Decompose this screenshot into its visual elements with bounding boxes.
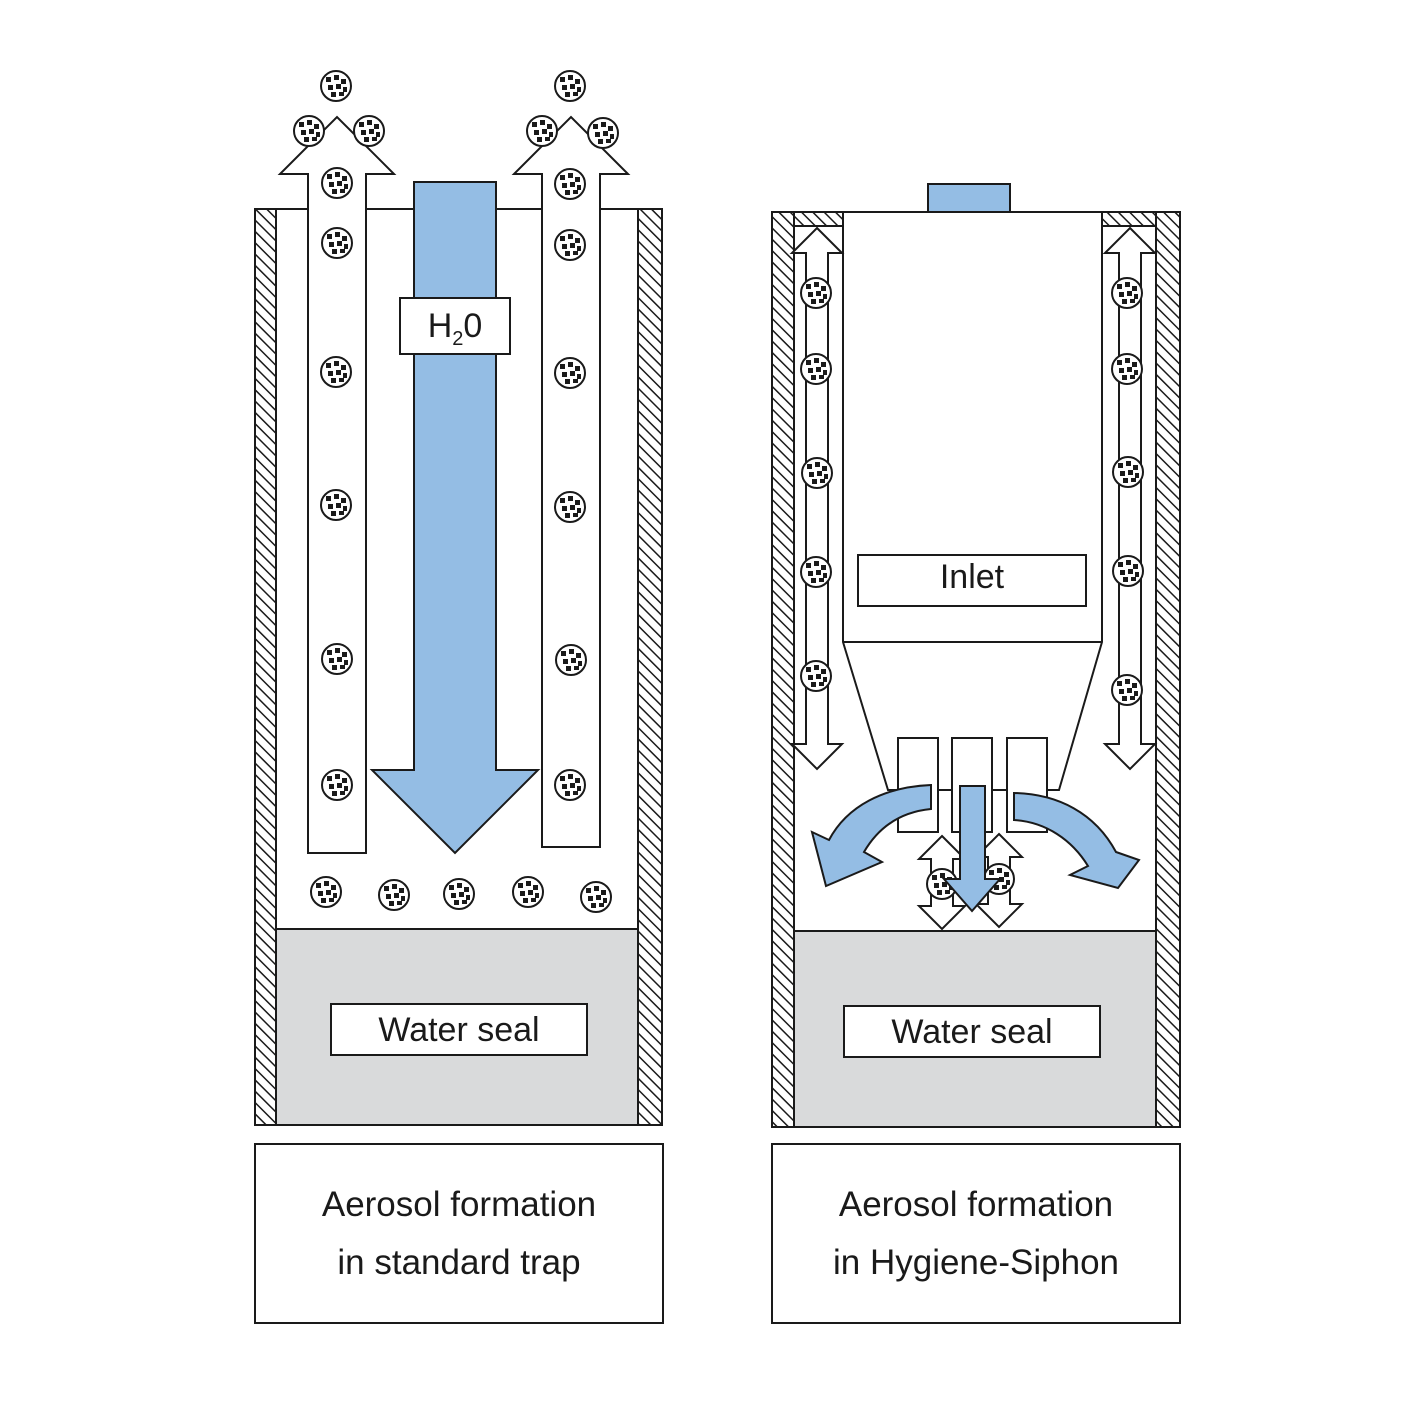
aerosol-particle-icon xyxy=(1112,456,1144,488)
aerosol-particle-icon xyxy=(293,115,325,147)
water-flow-curved-arrow-right xyxy=(1013,791,1141,890)
aerosol-particle-icon xyxy=(1112,555,1144,587)
aerosol-particle-icon xyxy=(321,227,353,259)
aerosol-up-arrow-right xyxy=(511,115,631,848)
aerosol-particle-icon xyxy=(310,876,342,908)
caption-line-1: Aerosol formation xyxy=(321,1184,597,1224)
aerosol-particle-icon xyxy=(353,115,385,147)
siphon-insert-body xyxy=(842,211,1103,791)
caption-line-1: Aerosol formation xyxy=(838,1184,1114,1224)
aerosol-particle-icon xyxy=(443,878,475,910)
aerosol-particle-icon xyxy=(800,353,832,385)
aerosol-particle-icon xyxy=(1111,674,1143,706)
water-seal-label-box xyxy=(330,1003,588,1056)
left-wall xyxy=(254,208,277,1126)
aerosol-particle-icon xyxy=(378,879,410,911)
aerosol-particle-icon xyxy=(801,457,833,489)
aerosol-particle-icon xyxy=(526,115,558,147)
aerosol-particle-icon xyxy=(800,556,832,588)
h2o-label: H20 xyxy=(428,307,483,350)
aerosol-particle-icon xyxy=(1111,353,1143,385)
aerosol-particle-icon xyxy=(555,644,587,676)
aerosol-particle-icon xyxy=(554,229,586,261)
water-flow-down-arrow xyxy=(941,785,1003,913)
h2o-label-box xyxy=(399,297,511,355)
water-seal-label: Water seal xyxy=(891,1013,1052,1051)
aerosol-particle-icon xyxy=(800,660,832,692)
water-flow-down-arrow xyxy=(369,181,541,855)
caption-standard-trap: Aerosol formation in standard trap xyxy=(254,1143,664,1324)
aerosol-particle-icon xyxy=(321,643,353,675)
aerosol-particle-icon xyxy=(320,356,352,388)
aerosol-particle-icon xyxy=(321,167,353,199)
standard-trap-diagram: H20 Wate xyxy=(254,70,663,1126)
aerosol-particle-icon xyxy=(800,277,832,309)
inlet-label-box xyxy=(857,554,1087,607)
aerosol-particle-icon xyxy=(512,876,544,908)
right-wall xyxy=(637,208,663,1126)
caption-line-2: in standard trap xyxy=(337,1242,581,1282)
caption-line-2: in Hygiene-Siphon xyxy=(832,1242,1119,1282)
aerosol-particle-icon xyxy=(554,357,586,389)
aerosol-particle-icon xyxy=(554,491,586,523)
aerosol-double-arrow-right xyxy=(1102,226,1158,771)
aerosol-particle-icon xyxy=(321,769,353,801)
top-cap-left xyxy=(793,211,844,227)
inlet-connector xyxy=(927,183,1011,213)
caption-hygiene-siphon: Aerosol formation in Hygiene-Siphon xyxy=(771,1143,1181,1324)
water-seal-label: Water seal xyxy=(378,1011,539,1049)
hygiene-siphon-diagram: Inlet Water seal xyxy=(771,183,1181,1128)
aerosol-double-arrow-left xyxy=(789,226,845,771)
aerosol-particle-icon xyxy=(320,70,352,102)
aerosol-particle-icon xyxy=(554,70,586,102)
aerosol-particle-icon xyxy=(320,489,352,521)
water-seal-label-box xyxy=(843,1005,1101,1058)
inlet-label: Inlet xyxy=(940,558,1005,596)
aerosol-particle-icon xyxy=(1111,277,1143,309)
water-flow-curved-arrow-left xyxy=(810,783,932,888)
left-wall xyxy=(771,211,795,1128)
aerosol-particle-icon xyxy=(587,117,619,149)
aerosol-particle-icon xyxy=(580,881,612,913)
top-cap-right xyxy=(1101,211,1157,227)
aerosol-particle-icon xyxy=(554,769,586,801)
aerosol-particle-icon xyxy=(554,168,586,200)
right-wall xyxy=(1155,211,1181,1128)
